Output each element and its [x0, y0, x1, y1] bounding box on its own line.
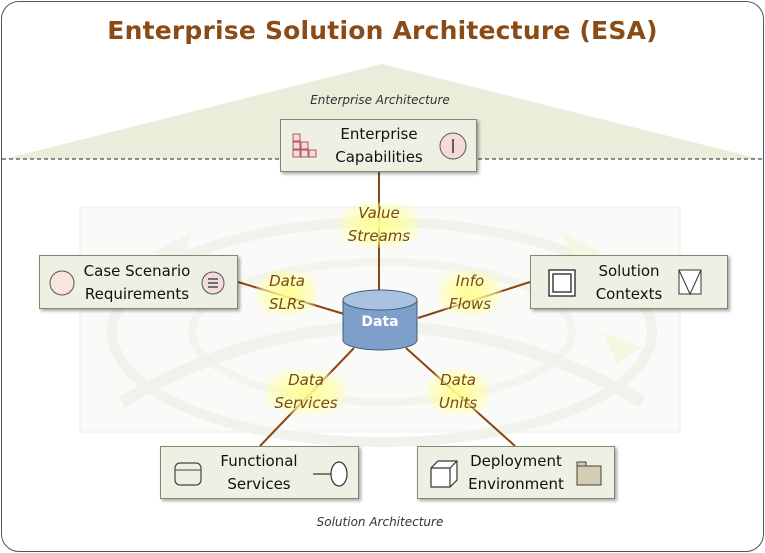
tag-info-flows: Info Flows [438, 270, 502, 316]
enterprise-capabilities-box[interactable]: Enterprise Capabilities [280, 119, 477, 172]
tag-data-services: Data Services [265, 369, 347, 415]
tag-value-streams-line2: Streams [347, 227, 411, 245]
context-frame-icon [548, 269, 576, 297]
tag-info-flows-line1: Info [455, 272, 485, 290]
tag-data-units-line1: Data [440, 371, 476, 389]
functional-services-line1: Functional [220, 452, 298, 470]
deployment-environment-line2: Environment [468, 475, 564, 493]
deployment-node-icon [430, 460, 458, 488]
case-scenario-requirements-box[interactable]: Case Scenario Requirements [39, 255, 238, 309]
deployment-environment-line1: Deployment [470, 452, 562, 470]
solution-contexts-box[interactable]: Solution Contexts [530, 255, 728, 309]
service-window-icon [174, 462, 202, 486]
solution-contexts-line1: Solution [598, 262, 660, 280]
data-cylinder [342, 289, 418, 351]
tag-value-streams: Value Streams [338, 202, 420, 248]
tag-data-units-line2: Units [438, 394, 478, 412]
case-circle-icon [49, 270, 75, 296]
tag-value-streams-line1: Value [358, 204, 400, 222]
deployment-folder-icon [576, 461, 602, 486]
enterprise-capabilities-line2: Capabilities [335, 148, 423, 166]
tag-data-slrs: Data SLRs [256, 270, 318, 316]
caption-solution-architecture: Solution Architecture [316, 515, 444, 529]
functional-services-line2: Services [227, 475, 291, 493]
requirements-list-icon [201, 271, 225, 295]
capability-circle-icon [439, 132, 467, 160]
solution-contexts-line2: Contexts [595, 285, 663, 303]
data-label: Data [361, 314, 399, 330]
case-scenario-line2: Requirements [84, 285, 190, 303]
enterprise-capabilities-line1: Enterprise [340, 125, 418, 143]
case-scenario-line1: Case Scenario [83, 262, 191, 280]
tag-info-flows-line2: Flows [448, 295, 492, 313]
tag-data-slrs-line1: Data [269, 272, 305, 290]
tag-data-units: Data Units [426, 369, 490, 415]
context-triangle-icon [678, 269, 702, 296]
caption-enterprise-architecture: Enterprise Architecture [310, 93, 450, 107]
tag-data-services-line2: Services [274, 394, 338, 412]
tag-data-services-line1: Data [288, 371, 324, 389]
functional-services-box[interactable]: Functional Services [160, 446, 359, 499]
tag-data-slrs-line2: SLRs [268, 295, 306, 313]
deployment-environment-box[interactable]: Deployment Environment [417, 446, 615, 499]
service-interface-icon [313, 461, 348, 487]
page-title: Enterprise Solution Architecture (ESA) [107, 16, 658, 45]
enterprise-roof [4, 64, 760, 159]
capability-grid-icon [292, 133, 317, 158]
